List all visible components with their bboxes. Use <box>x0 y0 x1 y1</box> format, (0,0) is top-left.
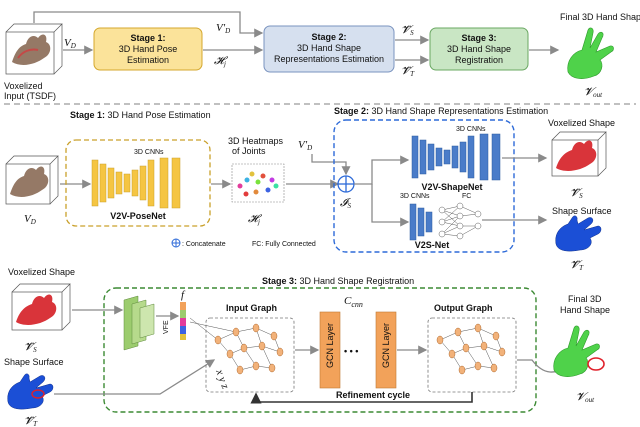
middle-vd-prime-symbol: V'D <box>298 139 312 152</box>
v2snet-cnn-label: 3D CNNs <box>400 193 430 200</box>
concat-symbol <box>337 175 355 193</box>
stage1-header: Stage 1: 3D Hand Pose Estimation <box>70 110 211 120</box>
legend-fc: FC: Fully Connected <box>252 241 316 248</box>
v2snet-blocks <box>409 203 433 241</box>
stage3-detail-box <box>103 287 537 413</box>
fc-network <box>438 202 482 240</box>
stage3-header: Stage 3: 3D Hand Shape Registration <box>262 276 414 286</box>
final-green-hand-bottom <box>553 325 605 377</box>
posenet-cnn-label: 3D CNNs <box>134 149 164 156</box>
stage1-line1: 3D Hand Pose <box>119 44 178 54</box>
bottom-voxelized-shape-label: Voxelized Shape <box>8 267 75 277</box>
arrow-vdprime-concat <box>311 154 351 176</box>
bottom-vs-symbol: 𝓥̂S <box>24 341 37 354</box>
feature-vector <box>180 302 186 340</box>
shapenet-cnn-label: 3D CNNs <box>456 126 486 133</box>
middle-hj-symbol: 𝓗j <box>248 213 263 226</box>
input-label-1: Voxelized <box>4 81 43 91</box>
refinement-label: Refinement cycle <box>336 390 410 400</box>
v2snet-label: V2S-Net <box>415 240 450 250</box>
arrow-skip-stage2 <box>33 11 264 38</box>
arrow-surface-inputgraph <box>54 359 216 395</box>
gcn-layer-2 <box>375 311 397 389</box>
feature-f-label: f <box>181 289 186 301</box>
input-label-2: Input (TSDF) <box>4 91 56 101</box>
middle-voxelized-shape-label: Voxelized Shape <box>548 118 615 128</box>
top-vs-symbol: 𝓥̂S <box>401 24 414 37</box>
middle-blue-hand <box>555 215 602 252</box>
top-hj-symbol: 𝓗j <box>214 55 229 68</box>
output-graph-label: Output Graph <box>434 303 493 313</box>
bottom-vout-symbol: 𝓥out <box>576 391 595 404</box>
posenet-box <box>65 139 211 227</box>
v2snet-fc-label: FC <box>462 193 471 200</box>
middle-voxel-red-hand <box>551 131 607 177</box>
stage2-line1: 3D Hand Shape <box>297 43 361 53</box>
output-graph-nodes <box>436 323 506 375</box>
input-graph-nodes <box>214 323 284 375</box>
top-vout-symbol: 𝓥out <box>584 86 603 99</box>
posenet-label: V2V-PoseNet <box>110 211 166 221</box>
middle-is-symbol: 𝓘S <box>340 197 351 210</box>
gcn-layer-1 <box>319 311 341 389</box>
stage1-title: Stage 1: <box>130 33 165 43</box>
top-vt-symbol: 𝓥̂T <box>401 65 415 78</box>
refinement-cycle-arrow <box>250 392 473 404</box>
bottom-blue-hand <box>7 373 54 410</box>
c-cnn-symbol: Ccnn <box>344 295 363 309</box>
vfe-block <box>123 295 155 351</box>
stage2-box <box>263 25 395 73</box>
top-vd-prime-symbol: V'D <box>216 22 230 35</box>
middle-vd-symbol: VD <box>24 213 36 226</box>
legend-concat: : Concatenate <box>182 241 226 248</box>
output-graph <box>439 327 503 371</box>
bottom-final-label-2: Hand Shape <box>560 305 610 315</box>
stage2-line2: Representations Estimation <box>274 54 384 64</box>
stage2-title: Stage 2: <box>311 32 346 42</box>
stage3-title: Stage 3: <box>461 33 496 43</box>
heatmaps-label-2: of Joints <box>232 146 266 156</box>
heatmaps-label-1: 3D Heatmaps <box>228 136 284 146</box>
stage1-box <box>93 27 203 71</box>
stage1-line2: Estimation <box>127 55 169 65</box>
final-green-hand-top <box>567 27 614 79</box>
stage2-detail-box <box>333 119 515 253</box>
middle-input-cube <box>5 155 59 205</box>
input-graph <box>189 317 281 371</box>
shapenet-cnn-blocks <box>411 133 501 181</box>
input-graph-box <box>205 317 295 393</box>
stage3-line1: 3D Hand Shape <box>447 44 511 54</box>
bottom-shape-surface-label: Shape Surface <box>4 357 64 367</box>
xyz-label: x y z <box>213 367 232 391</box>
shapenet-label: V2V-ShapeNet <box>421 182 482 192</box>
concat-legend-icon <box>171 238 181 248</box>
posenet-cnn-blocks <box>91 157 181 209</box>
input-graph-label: Input Graph <box>226 303 277 313</box>
top-vd-symbol: VD <box>64 37 76 50</box>
heatmaps-cube <box>231 163 285 203</box>
middle-vs-symbol: 𝓥̂S <box>570 187 583 200</box>
input-voxel-cube <box>5 23 63 75</box>
middle-shape-surface-label: Shape Surface <box>552 206 612 216</box>
stage3-line2: Registration <box>455 55 503 65</box>
arrow-concat-v2snet <box>371 184 410 227</box>
stage3-box <box>429 27 529 71</box>
vfe-label: VFE <box>163 320 170 334</box>
arrow-concat-shapenet <box>354 155 410 185</box>
middle-vt-symbol: 𝓥̂T <box>570 259 584 272</box>
top-final-label: Final 3D Hand Shape <box>560 12 640 22</box>
bottom-final-label-1: Final 3D <box>568 294 602 304</box>
gcn-layer-2-label: GCN Layer <box>381 323 391 368</box>
stage2-header: Stage 2: 3D Hand Shape Representations E… <box>334 106 548 116</box>
bottom-vt-symbol: 𝓥̂T <box>24 415 38 427</box>
gcn-layer-1-label: GCN Layer <box>325 323 335 368</box>
gcn-dots: • • • <box>344 346 358 356</box>
bottom-voxel-red-hand <box>11 283 71 331</box>
output-graph-box <box>427 317 517 393</box>
